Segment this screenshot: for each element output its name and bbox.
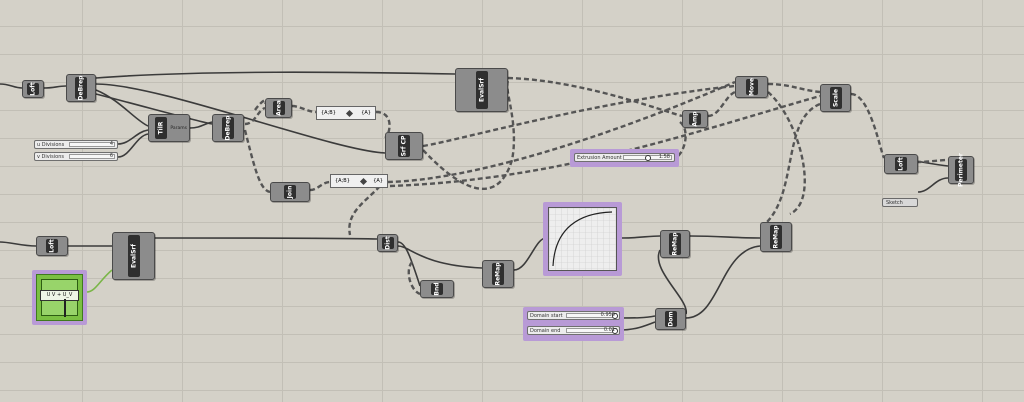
- slider-value: 4: [109, 141, 113, 147]
- slider-value: 6: [109, 153, 113, 159]
- data-panel-2[interactable]: {A;B} {A}: [330, 174, 388, 188]
- component-label: Perimeter: [957, 153, 965, 187]
- slider-label: Domain start: [530, 313, 563, 319]
- v-divisions-slider[interactable]: v Divisions 6: [34, 152, 118, 161]
- component-label: Loft: [29, 82, 37, 96]
- u-divisions-slider[interactable]: u Divisions 4: [34, 140, 118, 149]
- panel-text: {A}: [373, 178, 383, 184]
- tilr-component[interactable]: TilR Params: [148, 114, 190, 142]
- slider-label: u Divisions: [37, 142, 65, 148]
- component-label: TilR: [157, 121, 165, 135]
- slider-label: Extrusion Amount: [577, 155, 622, 161]
- dom-component[interactable]: Dom: [655, 308, 686, 330]
- component-label: Loft: [897, 157, 905, 171]
- panel-text: {A;B}: [321, 110, 336, 116]
- evalsrf-component-1[interactable]: EvalSrf: [455, 68, 508, 112]
- remap-component-2[interactable]: ReMap: [660, 230, 690, 258]
- remap-component-3[interactable]: ReMap: [760, 222, 792, 252]
- srf-cp-component[interactable]: Srf CP: [385, 132, 423, 160]
- uv-marker: [64, 299, 66, 317]
- evalsrf-component-2[interactable]: EvalSrf: [112, 232, 155, 280]
- component-label: Loft: [48, 239, 56, 253]
- component-label: EvalSrf: [478, 77, 485, 103]
- slider-knob[interactable]: [645, 155, 651, 161]
- scale-component[interactable]: Scale: [820, 84, 851, 112]
- component-label: ReMap: [671, 232, 679, 256]
- component-label: Amp: [691, 111, 699, 127]
- graph-curve[interactable]: [549, 208, 616, 270]
- extrusion-amount-slider[interactable]: Extrusion Amount 1.58: [574, 153, 675, 162]
- component-label: Srf CP: [400, 135, 408, 157]
- slider-label: Domain end: [530, 328, 561, 334]
- slider-knob[interactable]: [612, 328, 618, 334]
- slider-knob[interactable]: [612, 313, 618, 319]
- component-label: Scale: [832, 88, 839, 108]
- slider-value: 1.58: [658, 154, 670, 160]
- component-label: DeBrep: [77, 75, 85, 101]
- component-label: ReMap: [494, 262, 502, 286]
- uv-panel[interactable]: U V + U_V: [36, 274, 83, 321]
- panel-diamond-icon: [345, 109, 354, 118]
- debrep-component-1[interactable]: DeBrep: [66, 74, 96, 102]
- move-component[interactable]: Move: [735, 76, 768, 98]
- panel-diamond-icon: [359, 177, 368, 186]
- amp-component[interactable]: Amp: [682, 110, 708, 128]
- slider-track[interactable]: [69, 154, 115, 159]
- data-panel-1[interactable]: {A;B} {A}: [316, 106, 376, 120]
- uv-label: U V + U_V: [40, 290, 79, 301]
- sketch-param[interactable]: Sketch: [882, 198, 918, 207]
- component-label: DeBrep: [224, 115, 232, 141]
- component-label: EvalSrf: [130, 243, 137, 269]
- domain-end-slider[interactable]: Domain end 0.01: [527, 326, 620, 335]
- output-port-label: Params: [170, 126, 187, 131]
- slider-label: v Divisions: [37, 154, 64, 160]
- dist-component[interactable]: Dist: [377, 234, 398, 252]
- slider-value: 0.01: [603, 327, 615, 333]
- slider-track[interactable]: [69, 142, 115, 147]
- area-component[interactable]: Area: [265, 98, 292, 118]
- loft-component-2[interactable]: Loft: [884, 154, 918, 174]
- domain-start-slider[interactable]: Domain start 0.950: [527, 311, 620, 320]
- panel-text: {A;B}: [335, 178, 350, 184]
- graph-mapper[interactable]: [548, 207, 617, 271]
- bnd-component[interactable]: Bnd: [420, 280, 454, 298]
- component-label: Join: [286, 185, 294, 199]
- panel-text: {A}: [361, 110, 371, 116]
- join-component[interactable]: Join: [270, 182, 310, 202]
- perimeter-component[interactable]: Perimeter: [948, 153, 974, 187]
- loft-component-1[interactable]: Loft: [22, 80, 44, 98]
- loft-component-3[interactable]: Loft: [36, 236, 68, 256]
- component-label: Bnd: [433, 282, 441, 296]
- debrep-component-2[interactable]: DeBrep: [212, 114, 244, 142]
- component-label: Dom: [667, 311, 674, 327]
- remap-component-1[interactable]: ReMap: [482, 260, 514, 288]
- component-label: Area: [275, 100, 282, 116]
- component-label: Move: [748, 77, 755, 97]
- component-label: Dist: [384, 236, 391, 250]
- slider-value: 0.950: [600, 312, 615, 318]
- component-label: ReMap: [772, 225, 780, 249]
